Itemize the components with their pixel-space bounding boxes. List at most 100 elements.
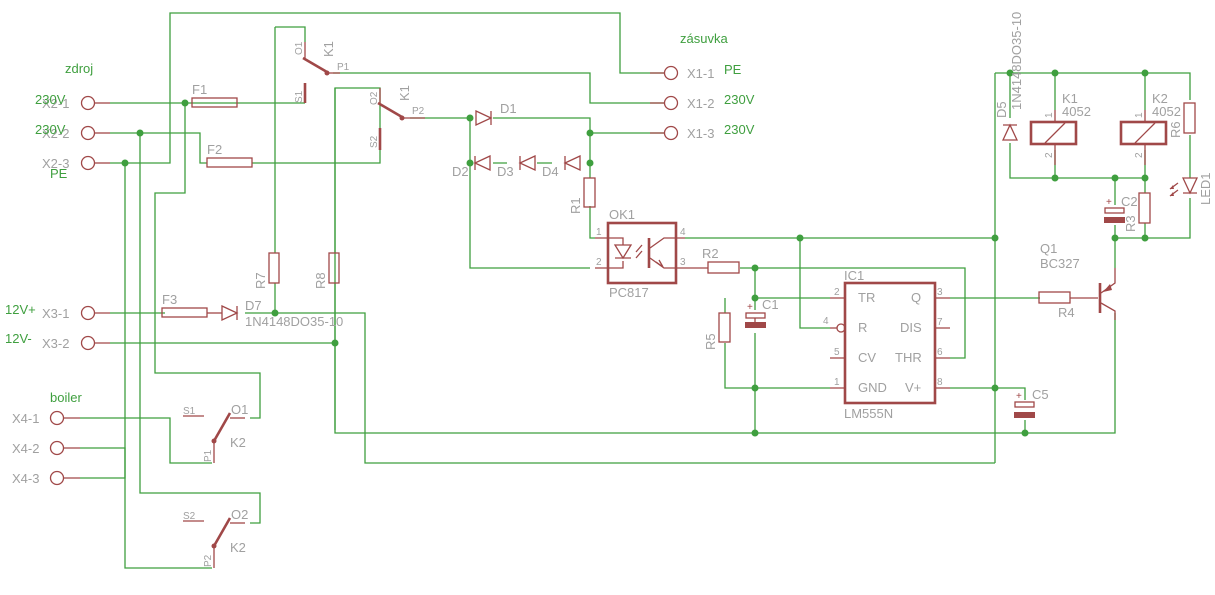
wire-x4-3 — [110, 163, 126, 479]
pin-name: TR — [858, 290, 875, 305]
relay-k1-coil: K1 4052 1 2 — [1029, 91, 1091, 165]
wire-k1-o1 — [275, 26, 306, 42]
pin-number: 4 — [823, 316, 829, 327]
wire-top-rail — [995, 72, 1191, 239]
pin-number: 3 — [937, 287, 943, 298]
wire-x4-1 — [110, 417, 212, 464]
component-label: R1 — [568, 197, 583, 214]
wire-x2-2 — [110, 132, 207, 164]
connector-label: X2-3 — [42, 156, 69, 171]
component-label: F3 — [162, 292, 177, 307]
component-label: D7 — [245, 298, 262, 313]
connector-label: X1-2 — [687, 96, 714, 111]
terminal-x1-2 — [663, 95, 679, 111]
pin-number: 1 — [596, 227, 602, 238]
connector-label: X1-1 — [687, 66, 714, 81]
terminal-x3-1 — [80, 305, 96, 321]
polarity-mark: + — [1016, 391, 1022, 402]
capacitor-c1: + C1 — [745, 297, 779, 328]
wire-r2-thr — [740, 267, 966, 359]
component-label: C1 — [762, 297, 779, 312]
pin-name: R — [858, 320, 867, 335]
net-label: 230V — [724, 122, 755, 137]
relay-k2-contact-2: S2 O2 P2 K2 — [183, 507, 248, 568]
wires — [110, 12, 1191, 569]
connector-label: X1-3 — [687, 126, 714, 141]
pin-label: O2 — [369, 91, 380, 105]
diode-d1: D1 — [475, 101, 517, 127]
ic-ic1-lm555n: IC1 LM555N 2 4 5 1 3 7 6 8 TR R CV GND Q… — [823, 268, 950, 421]
net-label: 230V — [35, 122, 66, 137]
component-value: 4052 — [1152, 104, 1181, 119]
component-label: D1 — [500, 101, 517, 116]
diode-d7: D7 1N4148DO35-10 — [221, 298, 343, 329]
relay-k1-contact-2: O2 P2 S2 K1 — [369, 85, 425, 150]
pin-label: P2 — [203, 554, 214, 567]
resistor-r6: R6 — [1168, 102, 1196, 138]
component-value: 4052 — [1062, 104, 1091, 119]
connector-label: X2-2 — [42, 126, 69, 141]
resistor-r1: R1 — [568, 177, 596, 214]
pin-name: V+ — [905, 380, 921, 395]
pin-number: 1 — [1134, 112, 1145, 118]
pin-label: O1 — [231, 402, 248, 417]
resistor-r3: R3 — [1123, 192, 1151, 232]
net-label: 230V — [35, 92, 66, 107]
junctions — [121, 69, 1149, 437]
wire-gnd — [334, 283, 1116, 434]
component-label: R8 — [313, 272, 328, 289]
net-label: PE — [50, 166, 68, 181]
pin-number: 2 — [834, 287, 840, 298]
fuse-f3: F3 — [161, 292, 222, 318]
component-label: Q1 — [1040, 241, 1057, 256]
resistor-r2: R2 — [685, 246, 740, 274]
pin-label: S1 — [183, 406, 196, 417]
component-label: D2 — [452, 164, 469, 179]
terminal-x2-2 — [80, 125, 110, 141]
wire-d1 — [493, 117, 591, 133]
fuse-f2: F2 — [206, 142, 253, 168]
component-label: C5 — [1032, 387, 1049, 402]
component-value: LM555N — [844, 406, 893, 421]
pin-label: S2 — [183, 511, 196, 522]
wire-r1-ok1-1 — [589, 206, 595, 239]
net-label: 12V+ — [5, 302, 36, 317]
pin-name: GND — [858, 380, 887, 395]
led-led1: LED1 — [1169, 172, 1213, 205]
component-label: D5 — [994, 101, 1009, 118]
wire-r5-gnd — [724, 298, 830, 389]
pin-name: THR — [895, 350, 922, 365]
component-value: PC817 — [609, 285, 649, 300]
net-label: PE — [724, 62, 742, 77]
connector-label: X3-1 — [42, 306, 69, 321]
component-label: D4 — [542, 164, 559, 179]
terminal-x2-3 — [80, 155, 110, 171]
component-label: K2 — [230, 435, 246, 450]
terminal-x2-1 — [80, 95, 110, 111]
pin-label: O1 — [294, 41, 305, 55]
pin-number: 2 — [1044, 152, 1055, 158]
terminal-x3-2 — [80, 335, 96, 351]
wire-c1-tr — [754, 268, 830, 299]
connector-label: X4-1 — [12, 411, 39, 426]
component-label: LED1 — [1198, 172, 1213, 205]
component-label: K2 — [230, 540, 246, 555]
wire-x2-3-pe — [110, 12, 665, 164]
wire-f2-k1s2 — [252, 87, 381, 430]
component-value: BC327 — [1040, 256, 1080, 271]
fuse-f1: F1 — [191, 82, 238, 108]
wire-x4-2 — [110, 447, 212, 569]
pin-label: S2 — [369, 135, 380, 148]
pin-name: CV — [858, 350, 876, 365]
connector-x3: X3-1 X3-2 12V+ 12V- — [5, 302, 110, 351]
diode-d2: D2 — [452, 154, 491, 179]
resistor-r5: R5 — [703, 312, 731, 350]
pin-number: 8 — [937, 377, 943, 388]
wire-d2-ok1-2 — [469, 118, 590, 269]
net-label-zdroj: zdroj — [65, 61, 93, 76]
net-label: 230V — [724, 92, 755, 107]
pin-number: 2 — [1134, 152, 1145, 158]
connector-x1: X1-1 X1-2 X1-3 zásuvka PE 230V 230V — [650, 31, 755, 141]
component-label: R3 — [1123, 215, 1138, 232]
